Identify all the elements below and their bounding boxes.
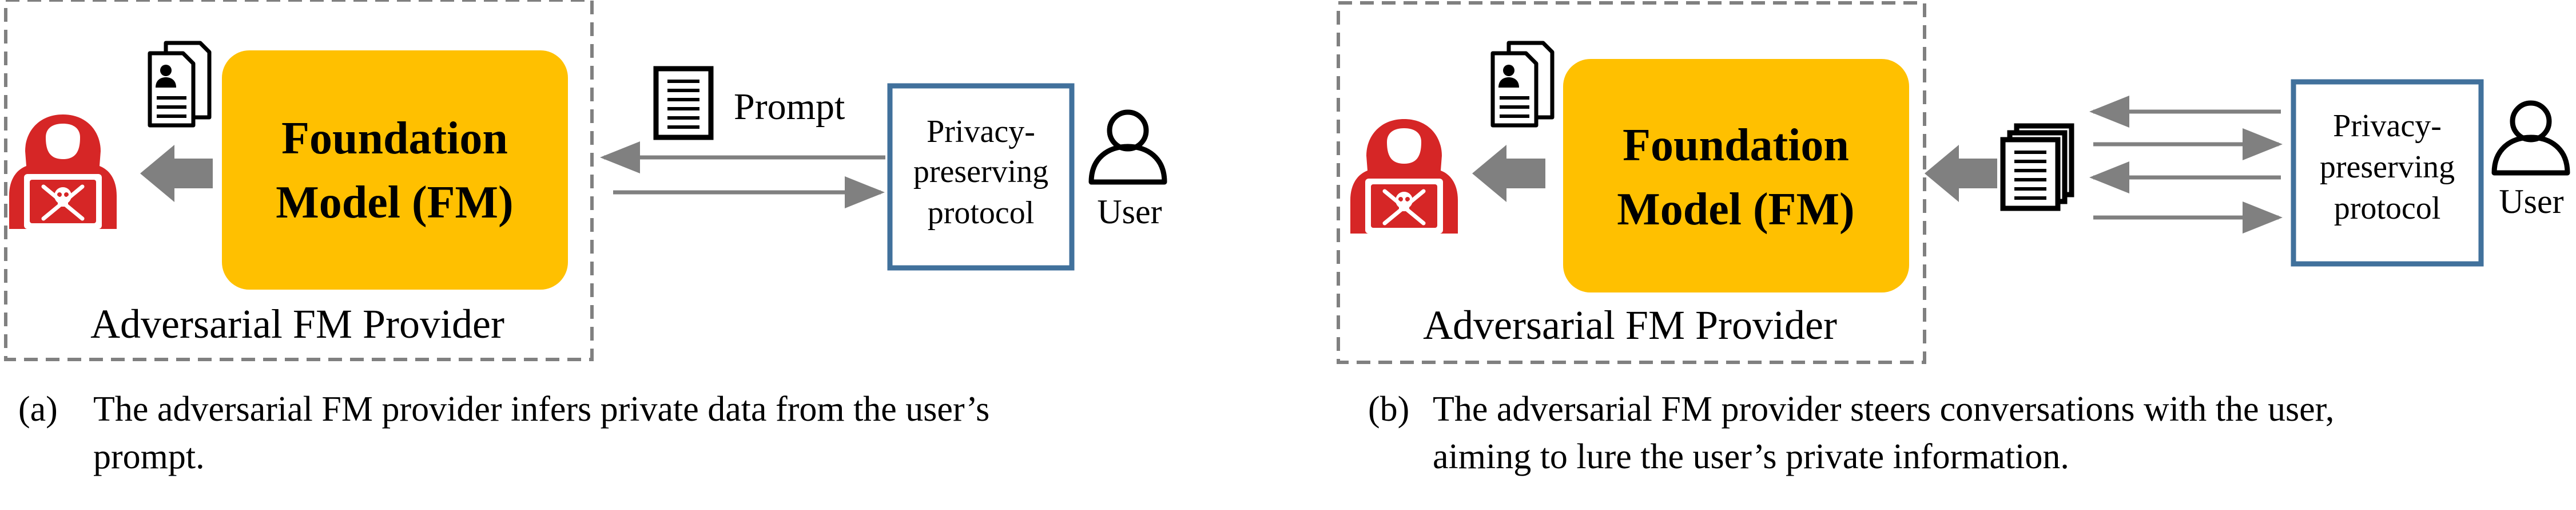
caption-b-line1: The adversarial FM provider steers conve… (1433, 390, 2334, 429)
hacker-icon (9, 114, 117, 229)
privacy-protocol-box-a (887, 83, 1075, 271)
caption-a-line2: prompt. (93, 437, 205, 476)
block-arrow-left-icon (140, 145, 213, 202)
provider-label-b: Adversarial FM Provider (1423, 302, 1837, 348)
protocol-line1: Privacy- (2333, 108, 2442, 144)
panel-a: Foundation Model (FM) Adversarial FM Pro… (4, 0, 1164, 476)
adversarial-provider-boundary-b (1337, 1, 1926, 364)
prompt-document-icon (656, 69, 711, 137)
prompt-label: Prompt (734, 86, 845, 128)
personal-document-icon (150, 43, 209, 125)
provider-label-a: Adversarial FM Provider (90, 301, 504, 347)
document-stack-icon (2003, 126, 2072, 208)
protocol-line2: preserving (2320, 149, 2455, 185)
adversarial-provider-boundary-a (4, 0, 594, 361)
protocol-line3: protocol (2334, 191, 2441, 226)
foundation-model-box-b (1563, 59, 1909, 292)
caption-marker-b: (b) (1368, 390, 1409, 429)
privacy-protocol-box-b (2291, 79, 2484, 267)
hacker-icon (1350, 119, 1458, 234)
caption-b-line2: aiming to lure the user’s private inform… (1433, 437, 2069, 476)
caption-a-line1: The adversarial FM provider infers priva… (93, 390, 989, 429)
fm-title-line1: Foundation (281, 113, 508, 164)
personal-document-icon (1493, 43, 1552, 125)
user-label-b: User (2499, 183, 2563, 220)
fm-title-line2: Model (FM) (276, 177, 513, 228)
user-icon (1091, 112, 1164, 182)
user-icon (2494, 103, 2567, 173)
panel-b: Foundation Model (FM) Adversarial FM Pro… (1337, 1, 2567, 476)
protocol-line2: preserving (913, 154, 1048, 189)
foundation-model-box-a (222, 50, 568, 290)
fm-title-line1: Foundation (1623, 120, 1849, 171)
caption-marker-a: (a) (18, 390, 58, 429)
protocol-line1: Privacy- (927, 114, 1035, 149)
protocol-line3: protocol (928, 195, 1035, 231)
user-label-a: User (1097, 193, 1162, 231)
block-arrow-left-icon (1472, 145, 1545, 202)
block-arrow-to-fm-icon (1925, 145, 1997, 202)
fm-title-line2: Model (FM) (1617, 184, 1854, 235)
